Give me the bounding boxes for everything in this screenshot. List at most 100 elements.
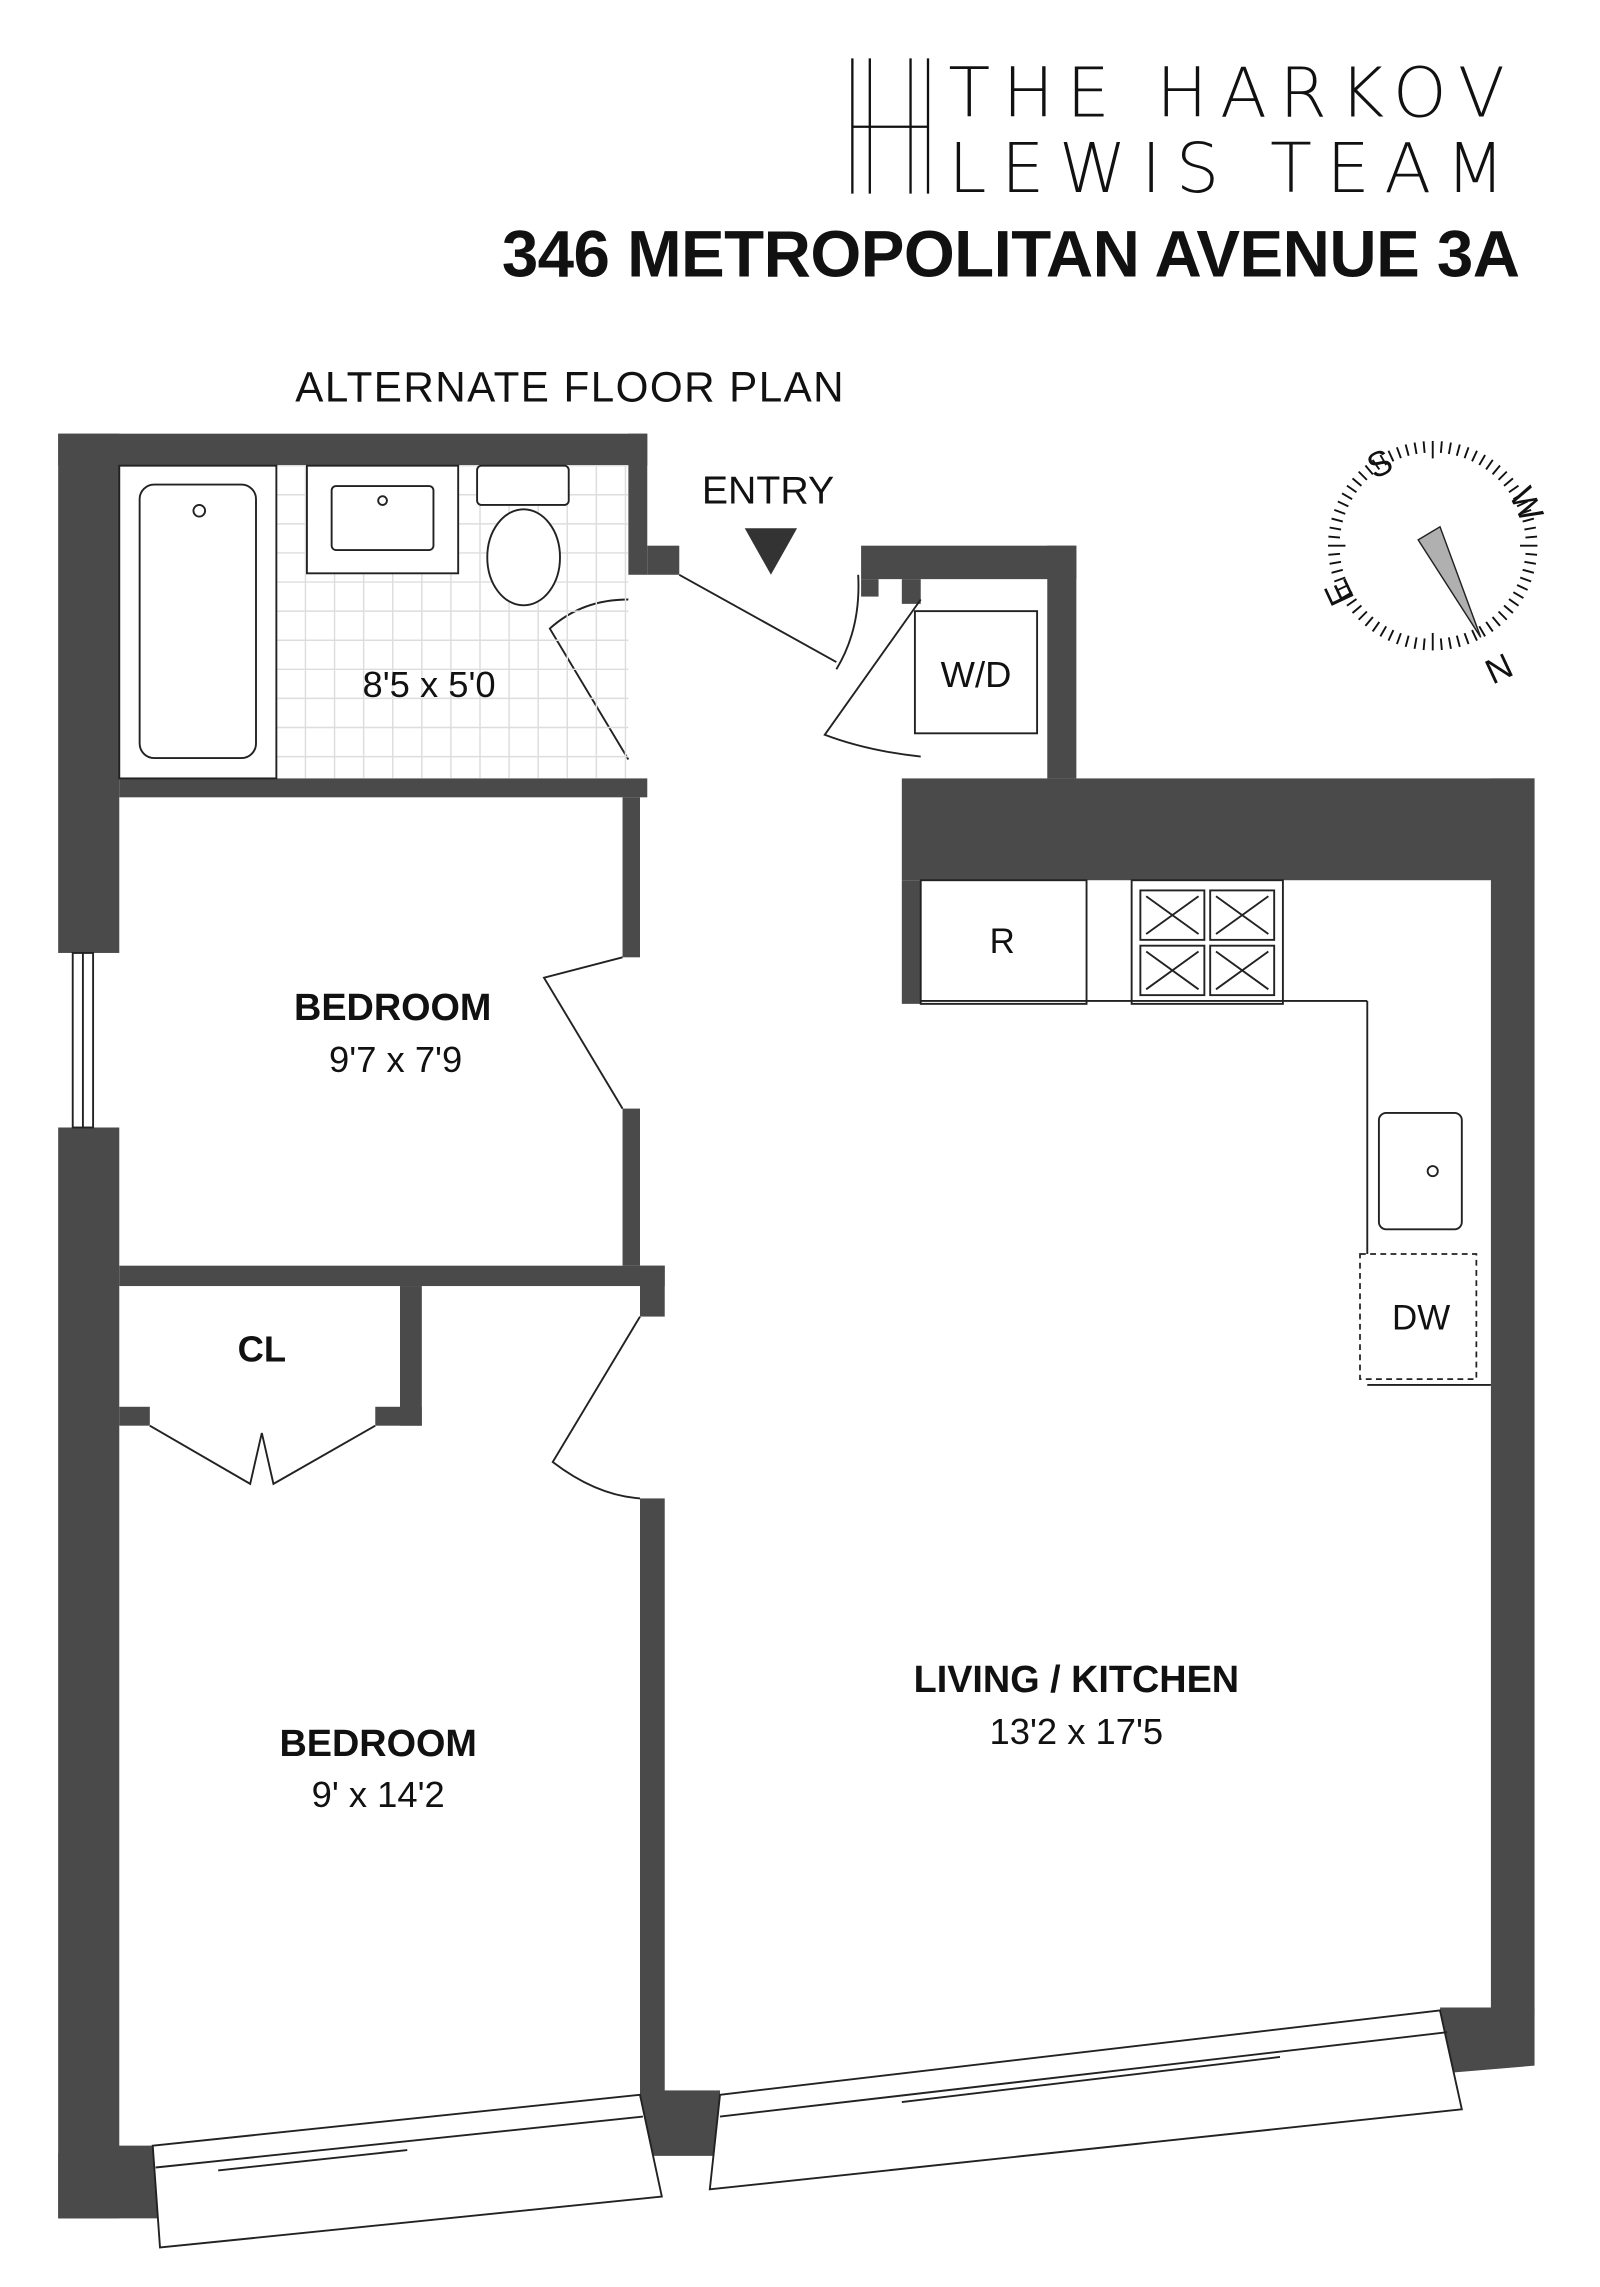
compass-tick <box>1463 632 1470 645</box>
compass-tick <box>1508 598 1520 607</box>
compass-tick <box>1422 441 1426 454</box>
compass-tick <box>1455 635 1461 648</box>
living-name: LIVING / KITCHEN <box>914 1659 1239 1701</box>
compass-tick <box>1471 450 1478 462</box>
toilet-icon <box>486 508 561 607</box>
compass-tick <box>1371 459 1381 470</box>
compass-tick <box>1512 591 1524 599</box>
compass-tick <box>1328 552 1341 556</box>
compass-tick <box>1387 629 1395 641</box>
compass-tick <box>1439 441 1443 454</box>
compass-tick <box>1358 610 1368 621</box>
bathtub-icon <box>138 483 257 759</box>
compass-tick <box>1333 508 1346 515</box>
compass-tick <box>1341 591 1353 599</box>
address-title: 346 METROPOLITAN AVENUE 3A <box>502 218 1520 291</box>
brand-line2: LEWIS TEAM <box>948 130 1523 209</box>
doors <box>149 573 922 1500</box>
compass-tick <box>1519 508 1532 515</box>
plan-title: ALTERNATE FLOOR PLAN <box>295 364 843 411</box>
sink-icon <box>330 485 435 551</box>
compass-tick <box>1503 604 1514 614</box>
compass-needle <box>1417 525 1482 638</box>
wd-label: W/D <box>941 654 1012 695</box>
bedroom2-name: BEDROOM <box>279 1723 476 1765</box>
walls <box>58 433 1535 2219</box>
compass-tick <box>1422 638 1426 651</box>
compass-tick <box>1328 535 1341 539</box>
compass-tick <box>1497 610 1508 621</box>
compass-tick <box>1379 454 1388 466</box>
compass-tick <box>1371 621 1381 633</box>
compass-tick <box>1341 492 1353 500</box>
bath-dims: 8'5 x 5'0 <box>363 664 496 705</box>
compass-tick <box>1404 444 1410 457</box>
compass-tick <box>1491 464 1501 475</box>
compass-tick <box>1346 598 1358 607</box>
compass-tick <box>1478 625 1486 637</box>
compass-tick <box>1471 629 1478 641</box>
compass-tick <box>1447 442 1452 455</box>
compass-tick <box>1333 576 1346 583</box>
compass-tick <box>1522 568 1535 574</box>
compass-tick <box>1358 470 1368 481</box>
compass-tick <box>1478 454 1486 466</box>
compass-tick <box>1519 576 1532 583</box>
compass-tick <box>1404 635 1410 648</box>
entry-label: ENTRY <box>702 469 834 513</box>
compass-tick <box>1525 535 1538 539</box>
fridge <box>919 879 1088 1005</box>
entry-arrow-icon <box>744 528 798 575</box>
compass-tick <box>1364 616 1374 627</box>
compass-e: E <box>1317 574 1362 612</box>
compass-tick <box>1525 552 1538 556</box>
compass-tick <box>1379 625 1388 637</box>
bedroom1-name: BEDROOM <box>294 987 491 1029</box>
compass-tick <box>1331 517 1344 523</box>
brand-line1: THE HARKOV <box>948 55 1523 134</box>
logo: THE HARKOV LEWIS TEAM <box>851 55 1523 209</box>
fridge-label: R <box>990 922 1015 961</box>
compass-tick <box>1387 450 1395 462</box>
bedroom2-dims: 9' x 14'2 <box>312 1774 445 1815</box>
compass-tick <box>1491 616 1501 627</box>
compass-w: W <box>1501 481 1550 527</box>
compass-tick <box>1331 568 1344 574</box>
compass-tick <box>1346 484 1358 494</box>
kitchen <box>913 610 1491 1386</box>
dishwasher <box>1359 1253 1478 1381</box>
compass-tick <box>1413 637 1418 649</box>
compass-tick <box>1524 560 1537 565</box>
compass-tick <box>1497 470 1508 481</box>
compass-tick <box>1351 477 1363 487</box>
compass-tick <box>1455 444 1461 457</box>
dishwasher-label: DW <box>1392 1299 1450 1338</box>
compass-tick <box>1485 459 1494 470</box>
compass-tick <box>1337 500 1349 508</box>
closet-name: CL <box>238 1329 286 1370</box>
compass-tick <box>1516 584 1529 591</box>
living-dims: 13'2 x 17'5 <box>990 1711 1164 1752</box>
windows <box>71 952 1463 2249</box>
bedroom1-dims: 9'7 x 7'9 <box>329 1039 462 1080</box>
compass-tick <box>1516 500 1529 508</box>
compass-tick <box>1463 446 1470 459</box>
compass-tick <box>1503 477 1514 487</box>
compass-tick <box>1337 584 1349 591</box>
compass-tick <box>1396 446 1402 459</box>
washer-dryer <box>913 610 1039 735</box>
kitchen-sink-icon <box>1377 1112 1463 1231</box>
compass-tick <box>1522 517 1535 523</box>
stove-icon <box>1130 879 1284 1005</box>
compass-tick <box>1329 526 1342 531</box>
compass-tick <box>1396 632 1402 645</box>
compass-tick <box>1512 492 1524 500</box>
compass-tick <box>1329 560 1342 565</box>
compass-tick <box>1508 484 1520 494</box>
bathroom-fixtures: /* placeholder */ <box>118 464 629 780</box>
compass-tick <box>1413 442 1418 455</box>
compass-icon: S W E N <box>1317 440 1551 691</box>
compass-tick <box>1524 526 1537 531</box>
compass-tick <box>1351 604 1363 614</box>
